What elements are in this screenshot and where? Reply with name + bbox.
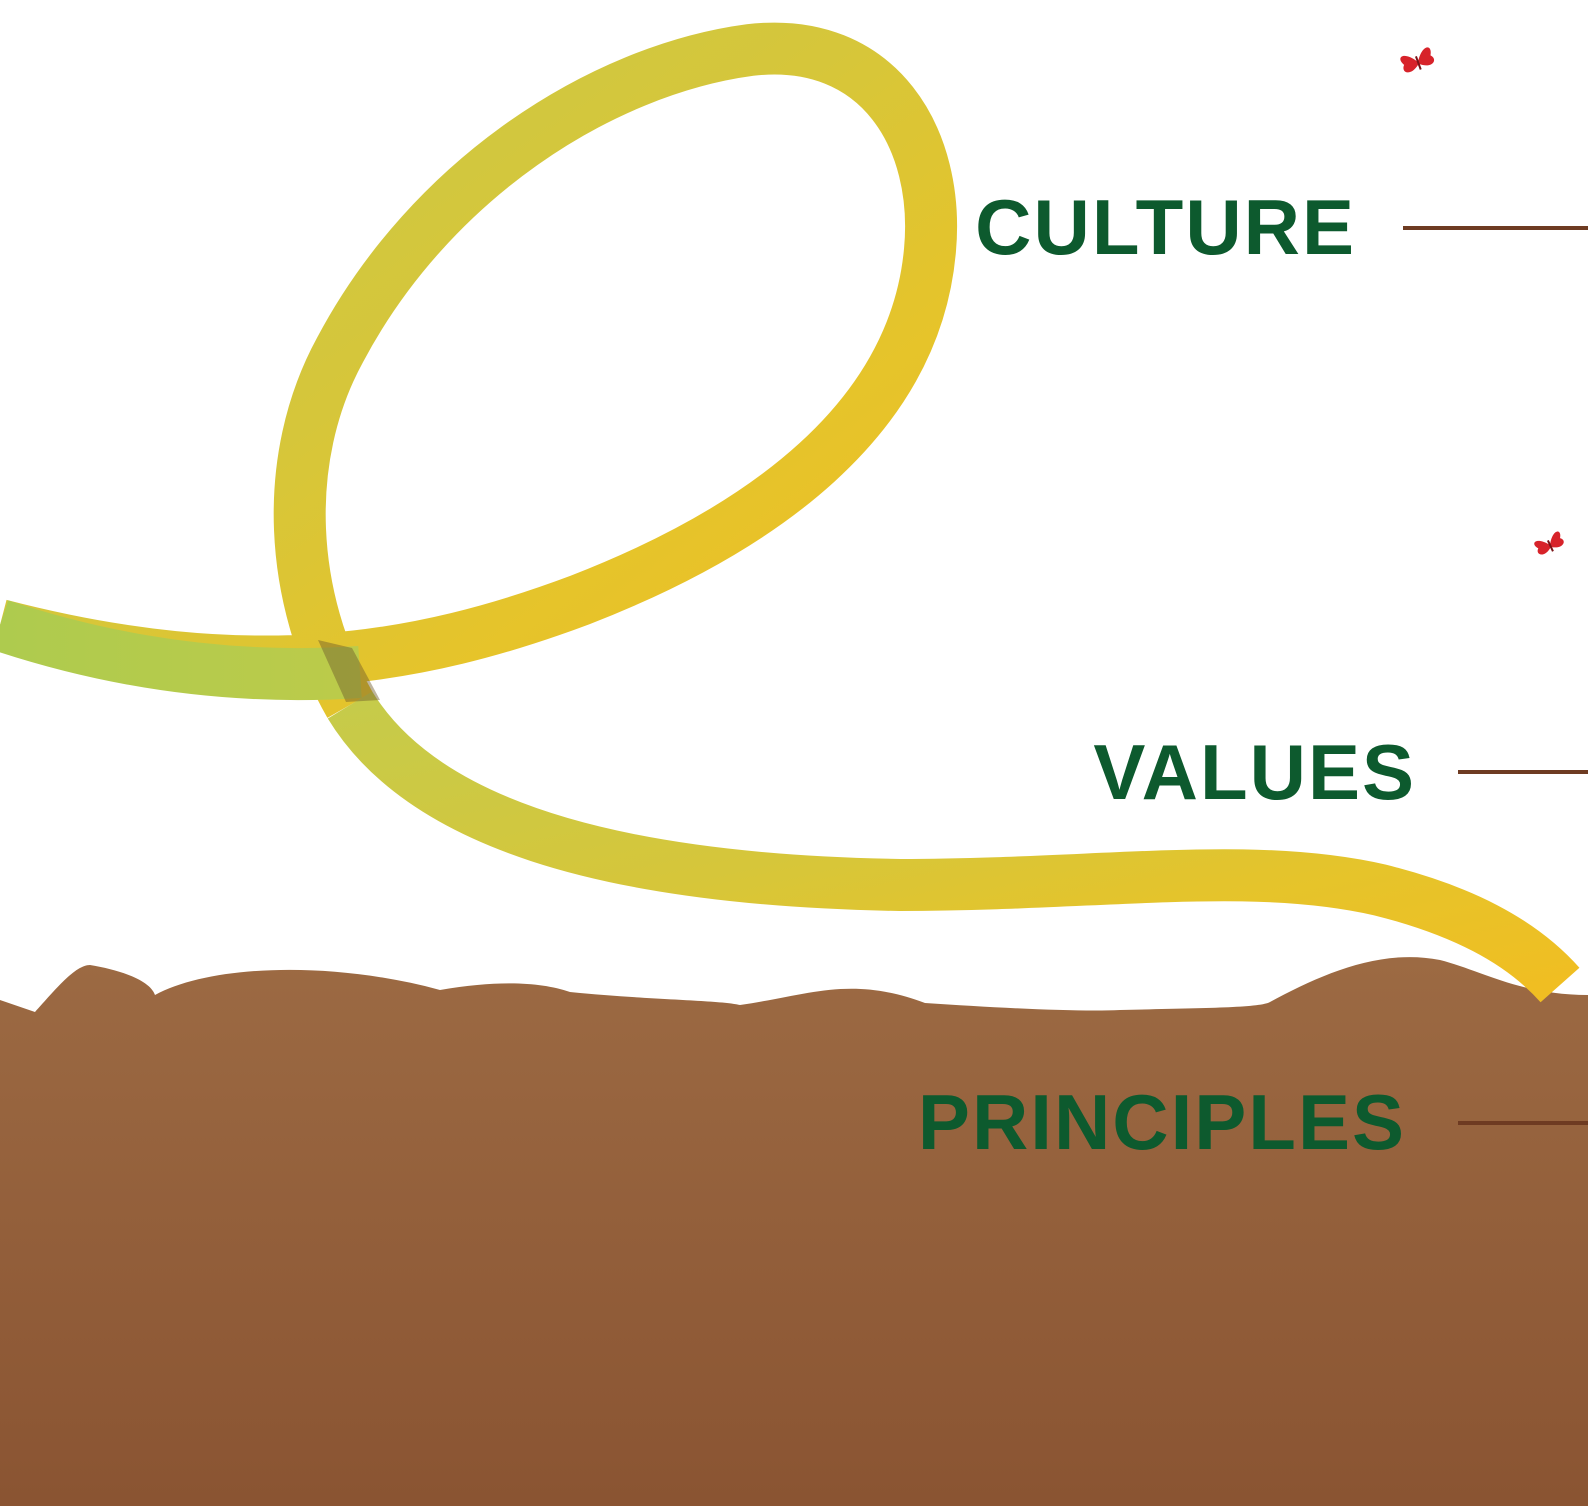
vine-shadow bbox=[318, 640, 380, 702]
vine-tail bbox=[327, 691, 1580, 1003]
label-principles: PRINCIPLES bbox=[917, 1078, 1406, 1166]
vine-stem bbox=[0, 22, 957, 718]
label-values: VALUES bbox=[1093, 728, 1416, 816]
soil-ground bbox=[0, 957, 1588, 1506]
leader-line-values bbox=[1458, 770, 1588, 774]
leader-line-principles bbox=[1458, 1121, 1588, 1125]
butterfly-icon bbox=[1400, 47, 1434, 73]
label-culture: CULTURE bbox=[975, 183, 1356, 271]
leader-line-culture bbox=[1403, 226, 1588, 230]
vine-crossing bbox=[0, 600, 362, 701]
butterfly-icon bbox=[1534, 531, 1564, 555]
